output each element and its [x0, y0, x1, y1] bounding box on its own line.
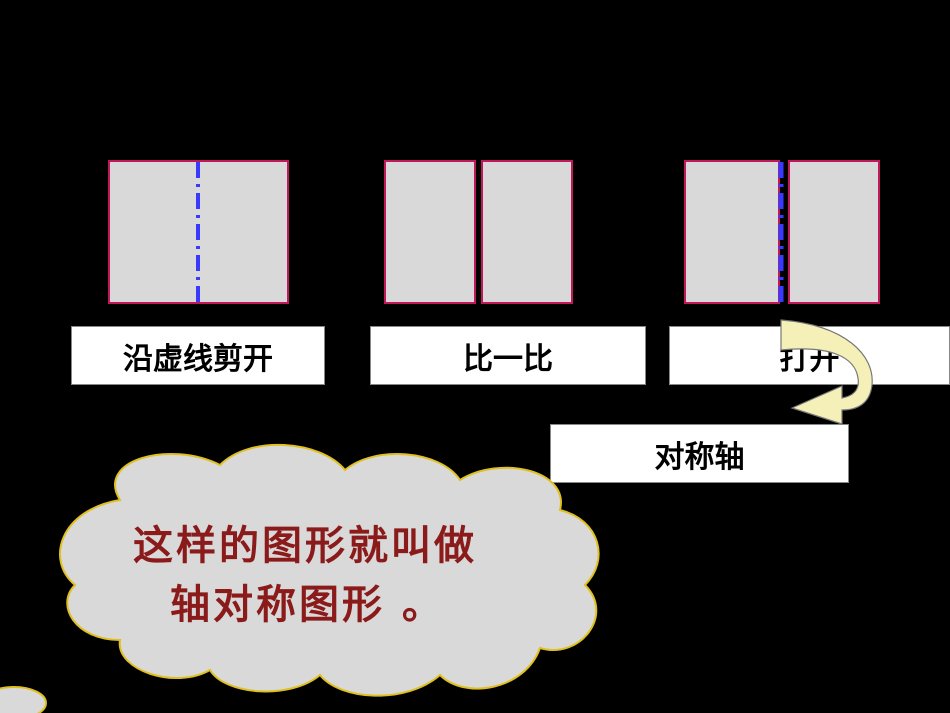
cloud-text-line2: 轴对称图形 。 [170, 581, 445, 628]
cut-step-label: 沿虚线剪开 [71, 326, 325, 385]
symmetry-axis-label: 对称轴 [550, 424, 849, 483]
curved-arrow-icon [780, 319, 873, 425]
right-half-sheet [481, 160, 573, 304]
opened-right-sheet [788, 160, 880, 304]
cloud-text-line1: 这样的图形就叫做 [133, 522, 477, 569]
compare-step-label: 比一比 [370, 326, 646, 385]
left-half-sheet [384, 160, 476, 304]
cloud-callout [59, 443, 600, 697]
thought-bubble [0, 686, 47, 713]
